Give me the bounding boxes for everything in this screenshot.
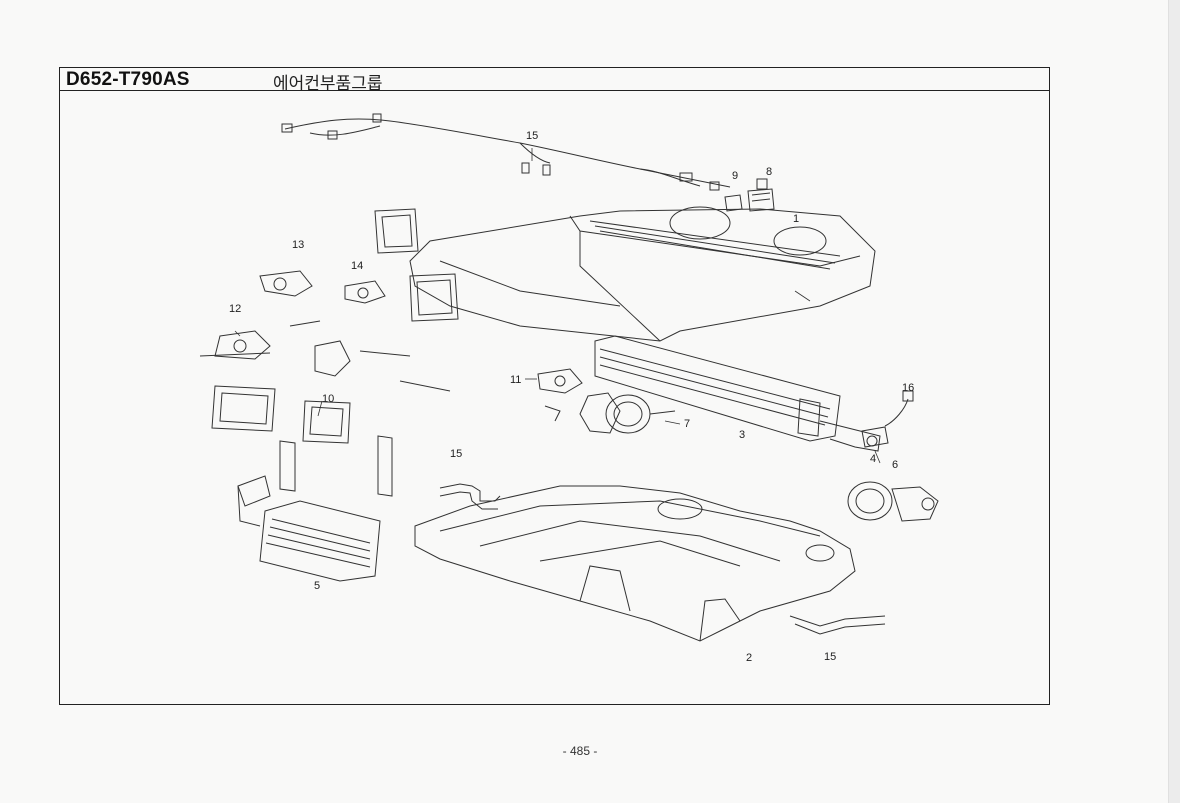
callout-9: 9 bbox=[732, 170, 738, 182]
part-group-name: 에어컨부품그룹 bbox=[273, 74, 383, 94]
blower-motor-7 bbox=[579, 392, 676, 434]
actuator-14 bbox=[344, 280, 386, 304]
actuator-12 bbox=[199, 330, 271, 360]
callout-4: 4 bbox=[870, 453, 876, 465]
temperature-sensor bbox=[884, 390, 914, 427]
resistor-8 bbox=[747, 178, 775, 212]
heater-core bbox=[237, 475, 381, 582]
callout-1: 1 bbox=[793, 213, 799, 225]
callout-labels: 15 8 9 1 13 14 12 10 11 16 7 3 4 6 15 5 … bbox=[229, 130, 914, 664]
blower-motor-6 bbox=[847, 481, 939, 522]
exploded-parts-diagram: 15 8 9 1 13 14 12 10 11 16 7 3 4 6 15 5 … bbox=[199, 113, 939, 664]
header-row: D652-T790AS 에어컨부품그룹 bbox=[60, 68, 1049, 94]
page-edge bbox=[1168, 0, 1180, 803]
callout-11: 11 bbox=[510, 374, 521, 386]
lower-air-housing bbox=[414, 485, 856, 642]
page-number: - 485 - bbox=[562, 744, 598, 758]
relay-9 bbox=[724, 194, 743, 212]
callout-5: 5 bbox=[314, 580, 320, 592]
callout-13: 13 bbox=[292, 239, 304, 251]
evaporator-core bbox=[594, 335, 881, 452]
callout-17: 16 bbox=[902, 382, 914, 394]
callout-14: 14 bbox=[351, 260, 363, 272]
expansion-valve bbox=[861, 426, 889, 448]
wiring-harness bbox=[281, 113, 731, 191]
part-group-code: D652-T790AS bbox=[66, 69, 190, 90]
upper-air-housing bbox=[374, 206, 876, 342]
callout-15-upper: 15 bbox=[450, 448, 462, 460]
callout-15-lower: 15 bbox=[824, 651, 836, 663]
callout-3: 3 bbox=[739, 429, 745, 441]
callout-2: 2 bbox=[746, 652, 752, 664]
hose-15-upper bbox=[439, 483, 501, 510]
callout-12: 12 bbox=[229, 303, 241, 315]
callout-16: 15 bbox=[526, 130, 538, 142]
leader-lines bbox=[234, 148, 881, 464]
callout-8: 8 bbox=[766, 166, 772, 178]
gaskets bbox=[211, 385, 393, 497]
callout-6: 6 bbox=[892, 459, 898, 471]
actuator-13 bbox=[259, 270, 313, 297]
linkage-10 bbox=[289, 320, 451, 392]
hose-15-lower bbox=[789, 615, 886, 635]
callout-7: 7 bbox=[684, 418, 690, 430]
actuator-11 bbox=[537, 368, 583, 422]
diagram-frame: D652-T790AS 에어컨부품그룹 bbox=[59, 67, 1050, 705]
callout-10: 10 bbox=[322, 393, 334, 405]
